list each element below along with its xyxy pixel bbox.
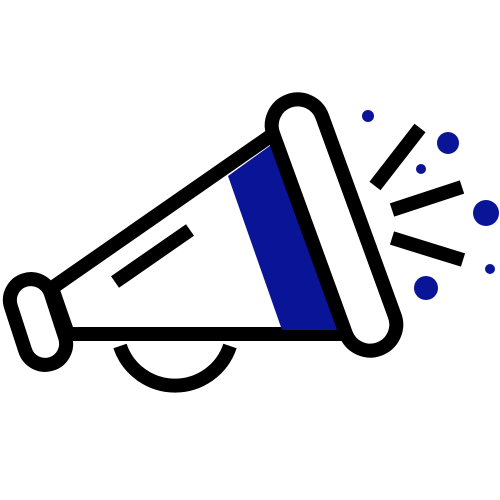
- confetti-dot: [362, 110, 374, 122]
- confetti-dot: [473, 200, 499, 226]
- sound-line-bottom: [389, 231, 466, 267]
- megaphone-accent-band: [228, 140, 338, 330]
- confetti-dot: [485, 264, 495, 274]
- megaphone-highlight: [111, 224, 194, 288]
- confetti-dot: [416, 164, 426, 174]
- sound-line-top: [369, 123, 426, 191]
- megaphone-rim: [264, 92, 404, 358]
- confetti-dot: [437, 132, 459, 154]
- sound-line-middle: [389, 180, 465, 217]
- megaphone-handle: [113, 343, 237, 393]
- confetti-dot: [414, 276, 438, 300]
- megaphone-back-cap: [2, 272, 74, 372]
